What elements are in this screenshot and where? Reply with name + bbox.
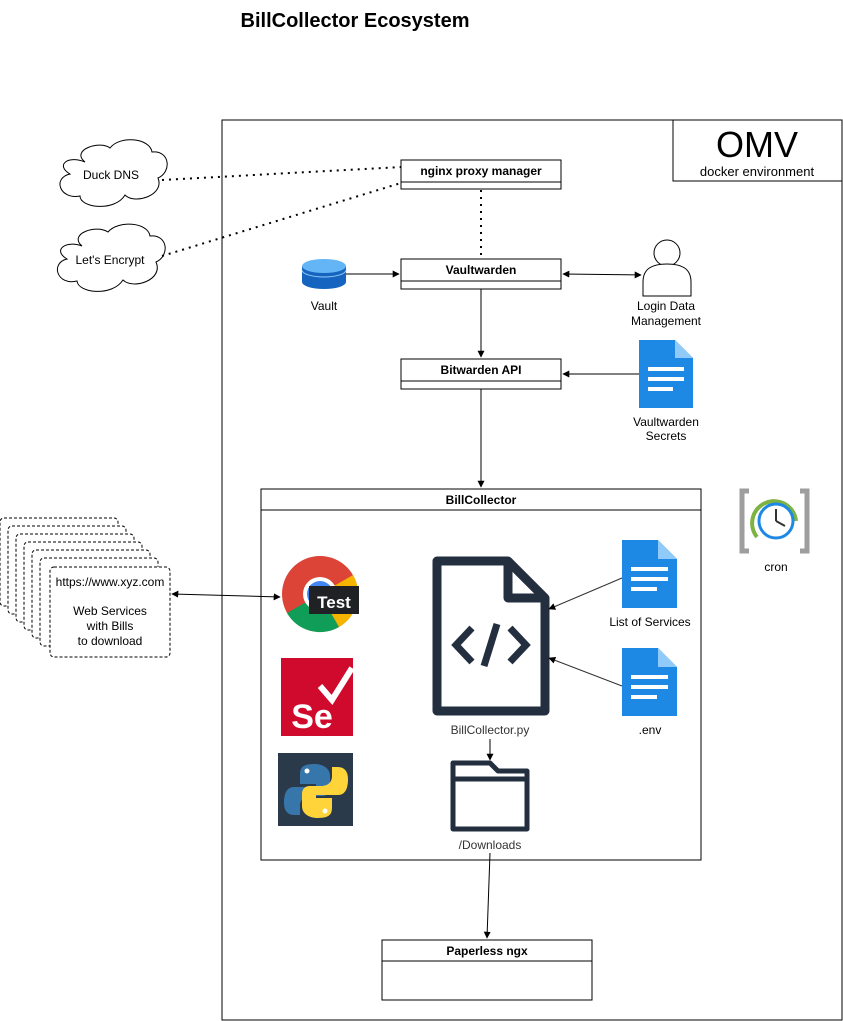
vaultwarden-label: Vaultwarden <box>446 263 517 277</box>
paperless-ngx-box: Paperless ngx <box>381 939 593 1001</box>
login-data-label-1: Login Data <box>637 299 695 313</box>
code-file-icon <box>432 556 550 716</box>
web-services-url: https://www.xyz.com <box>56 575 165 589</box>
omv-title: OMV <box>716 124 798 165</box>
secrets-label-2: Secrets <box>646 429 687 443</box>
web-services-stack <box>0 517 171 658</box>
selenium-icon: Se <box>281 658 355 736</box>
letsencrypt-nginx-link <box>161 182 402 257</box>
folder-icon <box>450 760 530 832</box>
bitwarden-api-box: Bitwarden API <box>400 358 562 390</box>
web-services-line-3: to download <box>78 634 143 648</box>
services-script-arrow <box>548 577 623 610</box>
user-icon <box>642 239 692 297</box>
duck-dns-cloud: Duck DNS <box>59 139 168 207</box>
login-data-label-2: Management <box>631 314 702 328</box>
downloads-paperless-arrow <box>483 852 491 939</box>
web-chrome-arrow <box>171 590 281 601</box>
vaultwarden-user-arrow <box>562 270 642 279</box>
duck-dns-label: Duck DNS <box>83 168 139 182</box>
vaultwarden-box: Vaultwarden <box>400 258 562 290</box>
env-label: .env <box>639 723 662 737</box>
python-icon <box>278 753 353 826</box>
script-label: BillCollector.py <box>451 723 530 737</box>
env-document-icon <box>622 648 677 716</box>
chrome-test-icon: Test <box>282 556 359 633</box>
web-services-line-2: with Bills <box>86 619 134 633</box>
nginx-proxy-manager-box: nginx proxy manager <box>400 159 562 190</box>
list-of-services-label: List of Services <box>609 615 690 629</box>
secrets-document-icon <box>639 340 693 408</box>
downloads-label: /Downloads <box>459 838 522 852</box>
web-services-line-1: Web Services <box>73 604 147 618</box>
omv-label-box: OMV docker environment <box>672 119 843 182</box>
billcollector-label: BillCollector <box>446 493 517 507</box>
cron-clock-icon <box>739 488 810 554</box>
chrome-test-label: Test <box>317 593 351 612</box>
database-icon <box>301 259 347 289</box>
omv-subtitle: docker environment <box>700 164 815 179</box>
secrets-label-1: Vaultwarden <box>633 415 699 429</box>
lets-encrypt-cloud: Let's Encrypt <box>56 223 166 292</box>
selenium-label: Se <box>291 698 333 736</box>
env-script-arrow <box>548 656 623 687</box>
nginx-label: nginx proxy manager <box>420 164 542 178</box>
vault-label: Vault <box>311 299 338 313</box>
diagram-title: BillCollector Ecosystem <box>241 10 470 32</box>
duckdns-nginx-link <box>161 166 402 181</box>
list-of-services-document-icon <box>622 540 677 608</box>
lets-encrypt-label: Let's Encrypt <box>76 253 146 267</box>
cron-label: cron <box>764 560 787 574</box>
bitwarden-api-label: Bitwarden API <box>441 363 522 377</box>
paperless-label: Paperless ngx <box>446 944 528 958</box>
omv-container <box>221 119 843 1021</box>
